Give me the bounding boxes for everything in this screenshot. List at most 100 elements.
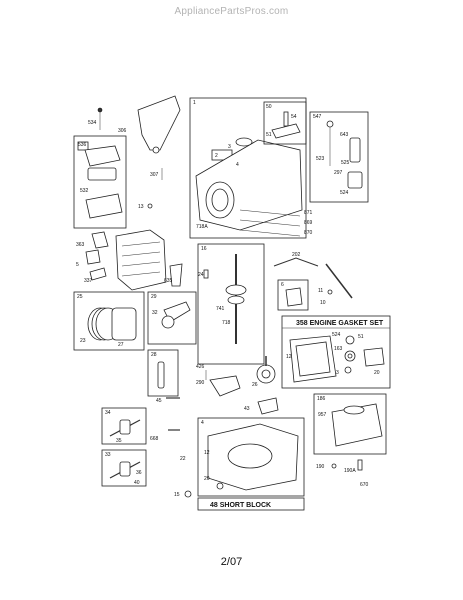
ref-670: 670 [360,482,369,488]
ref-12: 12 [204,450,210,456]
ref-718a: 718A [196,224,208,230]
ref-635: 635 [164,278,173,284]
sump-box-4: 4 12 20 [197,417,305,497]
box-6: 6 [277,279,309,311]
cylinder-box-1: 1 2 3 4 718A 871 869 870 [189,97,313,239]
ref-871: 871 [304,210,313,216]
ref-337: 337 [84,278,93,284]
ref-202: 202 [292,252,301,258]
site-watermark: AppliancePartsPros.com [174,6,289,17]
ref-22: 22 [180,456,186,462]
ref-718: 718 [222,320,231,326]
governor-635: 635 [164,263,183,287]
engine-gasket-set-title: 358 ENGINE GASKET SET [296,320,384,327]
rod-box-29: 29 32 [147,291,197,345]
screw-307: 307 [150,168,163,180]
ref-15: 15 [174,492,180,498]
page-number: 2/07 [220,556,243,568]
ref-3: 3 [228,144,231,150]
ref-1: 1 [193,100,196,106]
ref-741: 741 [216,306,225,312]
oil-fill-box-547: 547 643 523 525 297 524 [309,111,369,203]
engine-gasket-set-box: 358 ENGINE GASKET SET 12 524 51 163 3 20 [281,315,391,389]
rod-10-11: 11 10 [318,263,353,306]
ref-668: 668 [150,436,159,442]
valve-box-33: 33 36 40 [101,449,147,487]
ref-29: 29 [151,294,157,300]
ref-524: 524 [340,190,349,196]
ref-16: 16 [201,246,207,252]
ref-36: 36 [136,470,142,476]
ref-307: 307 [150,172,159,178]
ref-25: 25 [77,294,83,300]
ref-186: 186 [317,396,326,402]
ref-297: 297 [334,170,343,176]
ref-525: 525 [341,160,350,166]
dipstick-bolt-group: 534 [88,107,103,130]
ref-33: 33 [105,452,111,458]
ref-45: 45 [156,398,162,404]
ref-50: 50 [266,104,272,110]
ref-27: 27 [118,342,124,348]
ref-643: 643 [340,132,349,138]
pin-box-28: 28 [147,349,179,397]
ref-532: 532 [80,188,89,194]
ref-5: 5 [76,262,79,268]
ref-54: 54 [291,114,297,120]
muffler-fasteners: 190 190A 670 [316,459,369,488]
valve-box-34: 34 35 [101,407,147,445]
ref-g163: 163 [334,346,343,352]
bolt-45: 45 [156,397,180,404]
ref-51: 51 [266,132,272,138]
ref-870: 870 [304,230,313,236]
ref-24-group: 24 [198,269,209,279]
ref-957: 957 [318,412,327,418]
ref-2: 2 [215,153,218,159]
ref-4: 4 [201,420,204,426]
ref-20: 20 [204,476,210,482]
breather-box-50: 50 54 51 [263,101,307,145]
ref-306: 306 [118,128,127,134]
air-filter-box-536: 536 532 [73,135,127,229]
ref-g12: 12 [286,354,292,360]
ref-426: 426 [196,364,205,370]
ref-534: 534 [88,120,97,126]
ref-g3: 3 [336,370,339,376]
ref-13: 13 [138,204,144,210]
ref-547: 547 [313,114,322,120]
ref-g51: 51 [358,334,364,340]
ref-363: 363 [76,242,85,248]
ref-32: 32 [152,310,158,316]
ref-34: 34 [105,410,111,416]
ref-190a: 190A [344,468,356,474]
crankshaft-box-16: 16 741 718 [197,243,265,365]
ref-13-group: 13 [138,203,153,210]
ref-6: 6 [281,282,284,288]
ref-26: 26 [252,382,258,388]
ref-869: 869 [304,220,313,226]
ref-10: 10 [320,300,326,306]
cover-plate-306: 306 [118,95,181,154]
muffler-box-186: 186 957 [313,393,387,455]
link-202: 202 [273,252,319,267]
ref-4: 4 [236,162,239,168]
ref-40: 40 [134,480,140,486]
ref-536: 536 [78,142,87,148]
ref-g20: 20 [374,370,380,376]
ref-668-group: 668 22 15 [150,429,192,498]
ref-43: 43 [244,406,250,412]
short-block-title: 48 SHORT BLOCK [210,502,271,509]
ref-523: 523 [316,156,325,162]
ref-290: 290 [196,380,205,386]
cylinder-head [115,229,167,291]
spark-plug-group: 363 5 337 [76,231,109,284]
cam-group: 426 290 26 43 [196,356,279,415]
ref-35: 35 [116,438,122,444]
piston-box-25: 25 23 27 [73,291,145,351]
ref-g524: 524 [332,332,341,338]
short-block-label: 48 SHORT BLOCK [197,497,305,511]
ref-28: 28 [151,352,157,358]
ref-11: 11 [318,288,323,294]
ref-23: 23 [80,338,86,344]
ref-190: 190 [316,464,325,470]
